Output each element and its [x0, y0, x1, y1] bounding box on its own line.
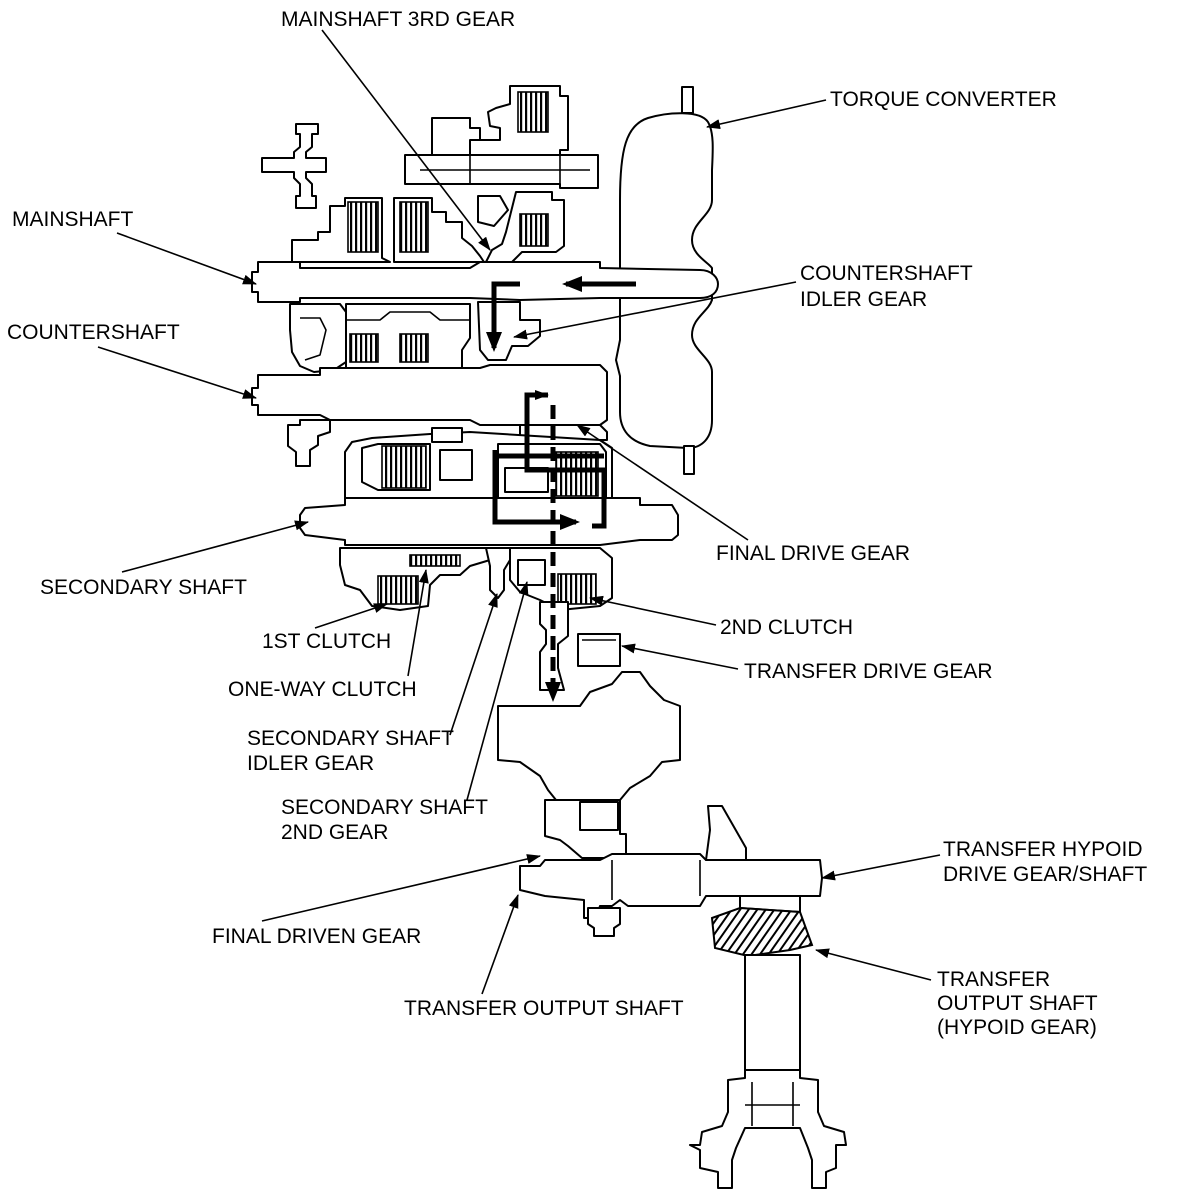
- converter-hub-bottom: [683, 445, 695, 475]
- countershaft-gears-upper: [289, 301, 541, 373]
- secondary-lower-assembly: [339, 547, 613, 611]
- label-final-drive-gear: FINAL DRIVE GEAR: [716, 542, 910, 565]
- label-transfer-output-shaft: TRANSFER OUTPUT SHAFT: [404, 997, 684, 1020]
- countershaft-middle-detail: [346, 311, 470, 321]
- upper-clutch-pack: [517, 91, 549, 133]
- flow-arrow-mainshaft: [486, 281, 520, 352]
- second-clutch-pack: [557, 573, 597, 605]
- label-transfer-output-hypoid-line2: OUTPUT SHAFT: [937, 992, 1098, 1015]
- mainshaft-clutch-pack-b: [399, 201, 429, 253]
- transfer-hypoid-drive-gear: [705, 805, 747, 861]
- label-transfer-hypoid-line2: DRIVE GEAR/SHAFT: [943, 863, 1147, 886]
- leader-transfer-output-shaft: [481, 894, 519, 995]
- transfer-lower-gear: [587, 907, 621, 937]
- transfer-output-shaft: [519, 853, 823, 919]
- label-secondary-shaft-2nd-gear-line2: 2ND GEAR: [281, 821, 388, 844]
- secondary-upper-assembly: [287, 419, 613, 499]
- countershaft-left-gear: [289, 303, 347, 373]
- leader-1st-clutch: [314, 603, 388, 629]
- leader-mainshaft-3rd-gear: [321, 29, 491, 251]
- leader-transfer-hypoid-drive-gear: [821, 854, 941, 881]
- secondary-shaft-idler-gear: [485, 547, 511, 599]
- transfer-output-shaft-detail: [611, 860, 701, 900]
- upper-shaft-detail: [420, 155, 590, 184]
- differential: [497, 671, 681, 801]
- leader-secondary-shaft-2nd-gear: [466, 581, 529, 801]
- countershaft-clutch-pack-a: [349, 333, 379, 363]
- countershaft-idler-gear: [477, 301, 541, 361]
- small-gear: [477, 195, 509, 227]
- label-countershaft-idler-gear-line1: COUNTERSHAFT: [800, 262, 973, 285]
- mainshaft-clutch-pack-c: [519, 213, 549, 247]
- leader-transfer-drive-gear: [621, 643, 739, 670]
- transfer-drive-gear: [577, 633, 621, 667]
- label-transfer-hypoid-line1: TRANSFER HYPOID: [943, 838, 1143, 861]
- leader-mainshaft: [116, 232, 257, 285]
- leader-countershaft-idler-gear: [513, 281, 797, 340]
- leader-one-way-clutch: [407, 569, 429, 677]
- transfer-assembly: [497, 601, 847, 1189]
- label-countershaft: COUNTERSHAFT: [7, 321, 180, 344]
- final-driven-gear-inner: [579, 801, 619, 831]
- leader-countershaft: [97, 346, 257, 399]
- leader-secondary-shaft-idler-gear: [449, 593, 498, 736]
- power-flow-arrows: [486, 276, 636, 702]
- mainshaft: [251, 261, 719, 303]
- label-secondary-shaft-idler-gear-line2: IDLER GEAR: [247, 752, 374, 775]
- leader-lines: [97, 29, 941, 995]
- leader-2nd-clutch: [589, 595, 717, 626]
- mainshaft-clutch-pack-a: [347, 201, 379, 253]
- secondary-upper-clutch-pack: [381, 445, 427, 489]
- leader-transfer-output-hypoid-gear: [815, 948, 932, 981]
- label-secondary-shaft: SECONDARY SHAFT: [40, 576, 247, 599]
- leader-final-driven-gear: [261, 854, 541, 922]
- label-one-way-clutch: ONE-WAY CLUTCH: [228, 678, 417, 701]
- label-torque-converter: TORQUE CONVERTER: [830, 88, 1057, 111]
- transfer-output-hypoid-gear: [710, 906, 814, 958]
- label-mainshaft: MAINSHAFT: [12, 208, 134, 231]
- label-mainshaft-3rd-gear: MAINSHAFT 3RD GEAR: [281, 8, 515, 31]
- one-way-clutch: [409, 554, 461, 567]
- upper-gear-cluster: [261, 85, 599, 263]
- label-secondary-shaft-2nd-gear-line1: SECONDARY SHAFT: [281, 796, 488, 819]
- countershaft-clutch-pack-b: [399, 333, 429, 363]
- label-2nd-clutch: 2ND CLUTCH: [720, 616, 853, 639]
- labels: MAINSHAFT 3RD GEAR TORQUE CONVERTER MAIN…: [7, 8, 1147, 1039]
- secondary-shaft-2nd-gear: [517, 559, 546, 586]
- label-1st-clutch: 1ST CLUTCH: [262, 630, 391, 653]
- upper-shaft: [404, 154, 599, 189]
- output-flange-detail: [745, 1082, 800, 1126]
- secondary-shaft: [299, 497, 679, 546]
- output-flange: [689, 1069, 847, 1189]
- flow-arrow-secondary: [492, 450, 580, 530]
- countershaft-lower-spool: [287, 419, 331, 467]
- label-transfer-output-hypoid-line3: (HYPOID GEAR): [937, 1016, 1097, 1039]
- leader-torque-converter: [706, 99, 827, 129]
- leader-final-drive-gear: [576, 424, 749, 541]
- leader-secondary-shaft: [121, 520, 309, 573]
- label-secondary-shaft-idler-gear-line1: SECONDARY SHAFT: [247, 727, 454, 750]
- first-clutch-pack: [377, 575, 419, 605]
- label-transfer-output-hypoid-line1: TRANSFER: [937, 968, 1050, 991]
- label-countershaft-idler-gear-line2: IDLER GEAR: [800, 288, 927, 311]
- output-shaft-vertical: [744, 954, 801, 1073]
- label-final-driven-gear: FINAL DRIVEN GEAR: [212, 925, 421, 948]
- secondary-upper-gear: [431, 427, 463, 443]
- flow-path-countershaft: [524, 390, 607, 529]
- secondary-right-clutch-pack: [555, 451, 599, 497]
- countershaft: [251, 364, 608, 426]
- secondary-inner-hub: [439, 449, 473, 481]
- countershaft-left-gear-detail: [300, 317, 327, 361]
- reverse-idler-gear: [261, 123, 327, 209]
- label-transfer-drive-gear: TRANSFER DRIVE GEAR: [744, 660, 993, 683]
- converter-hub-top: [681, 86, 694, 114]
